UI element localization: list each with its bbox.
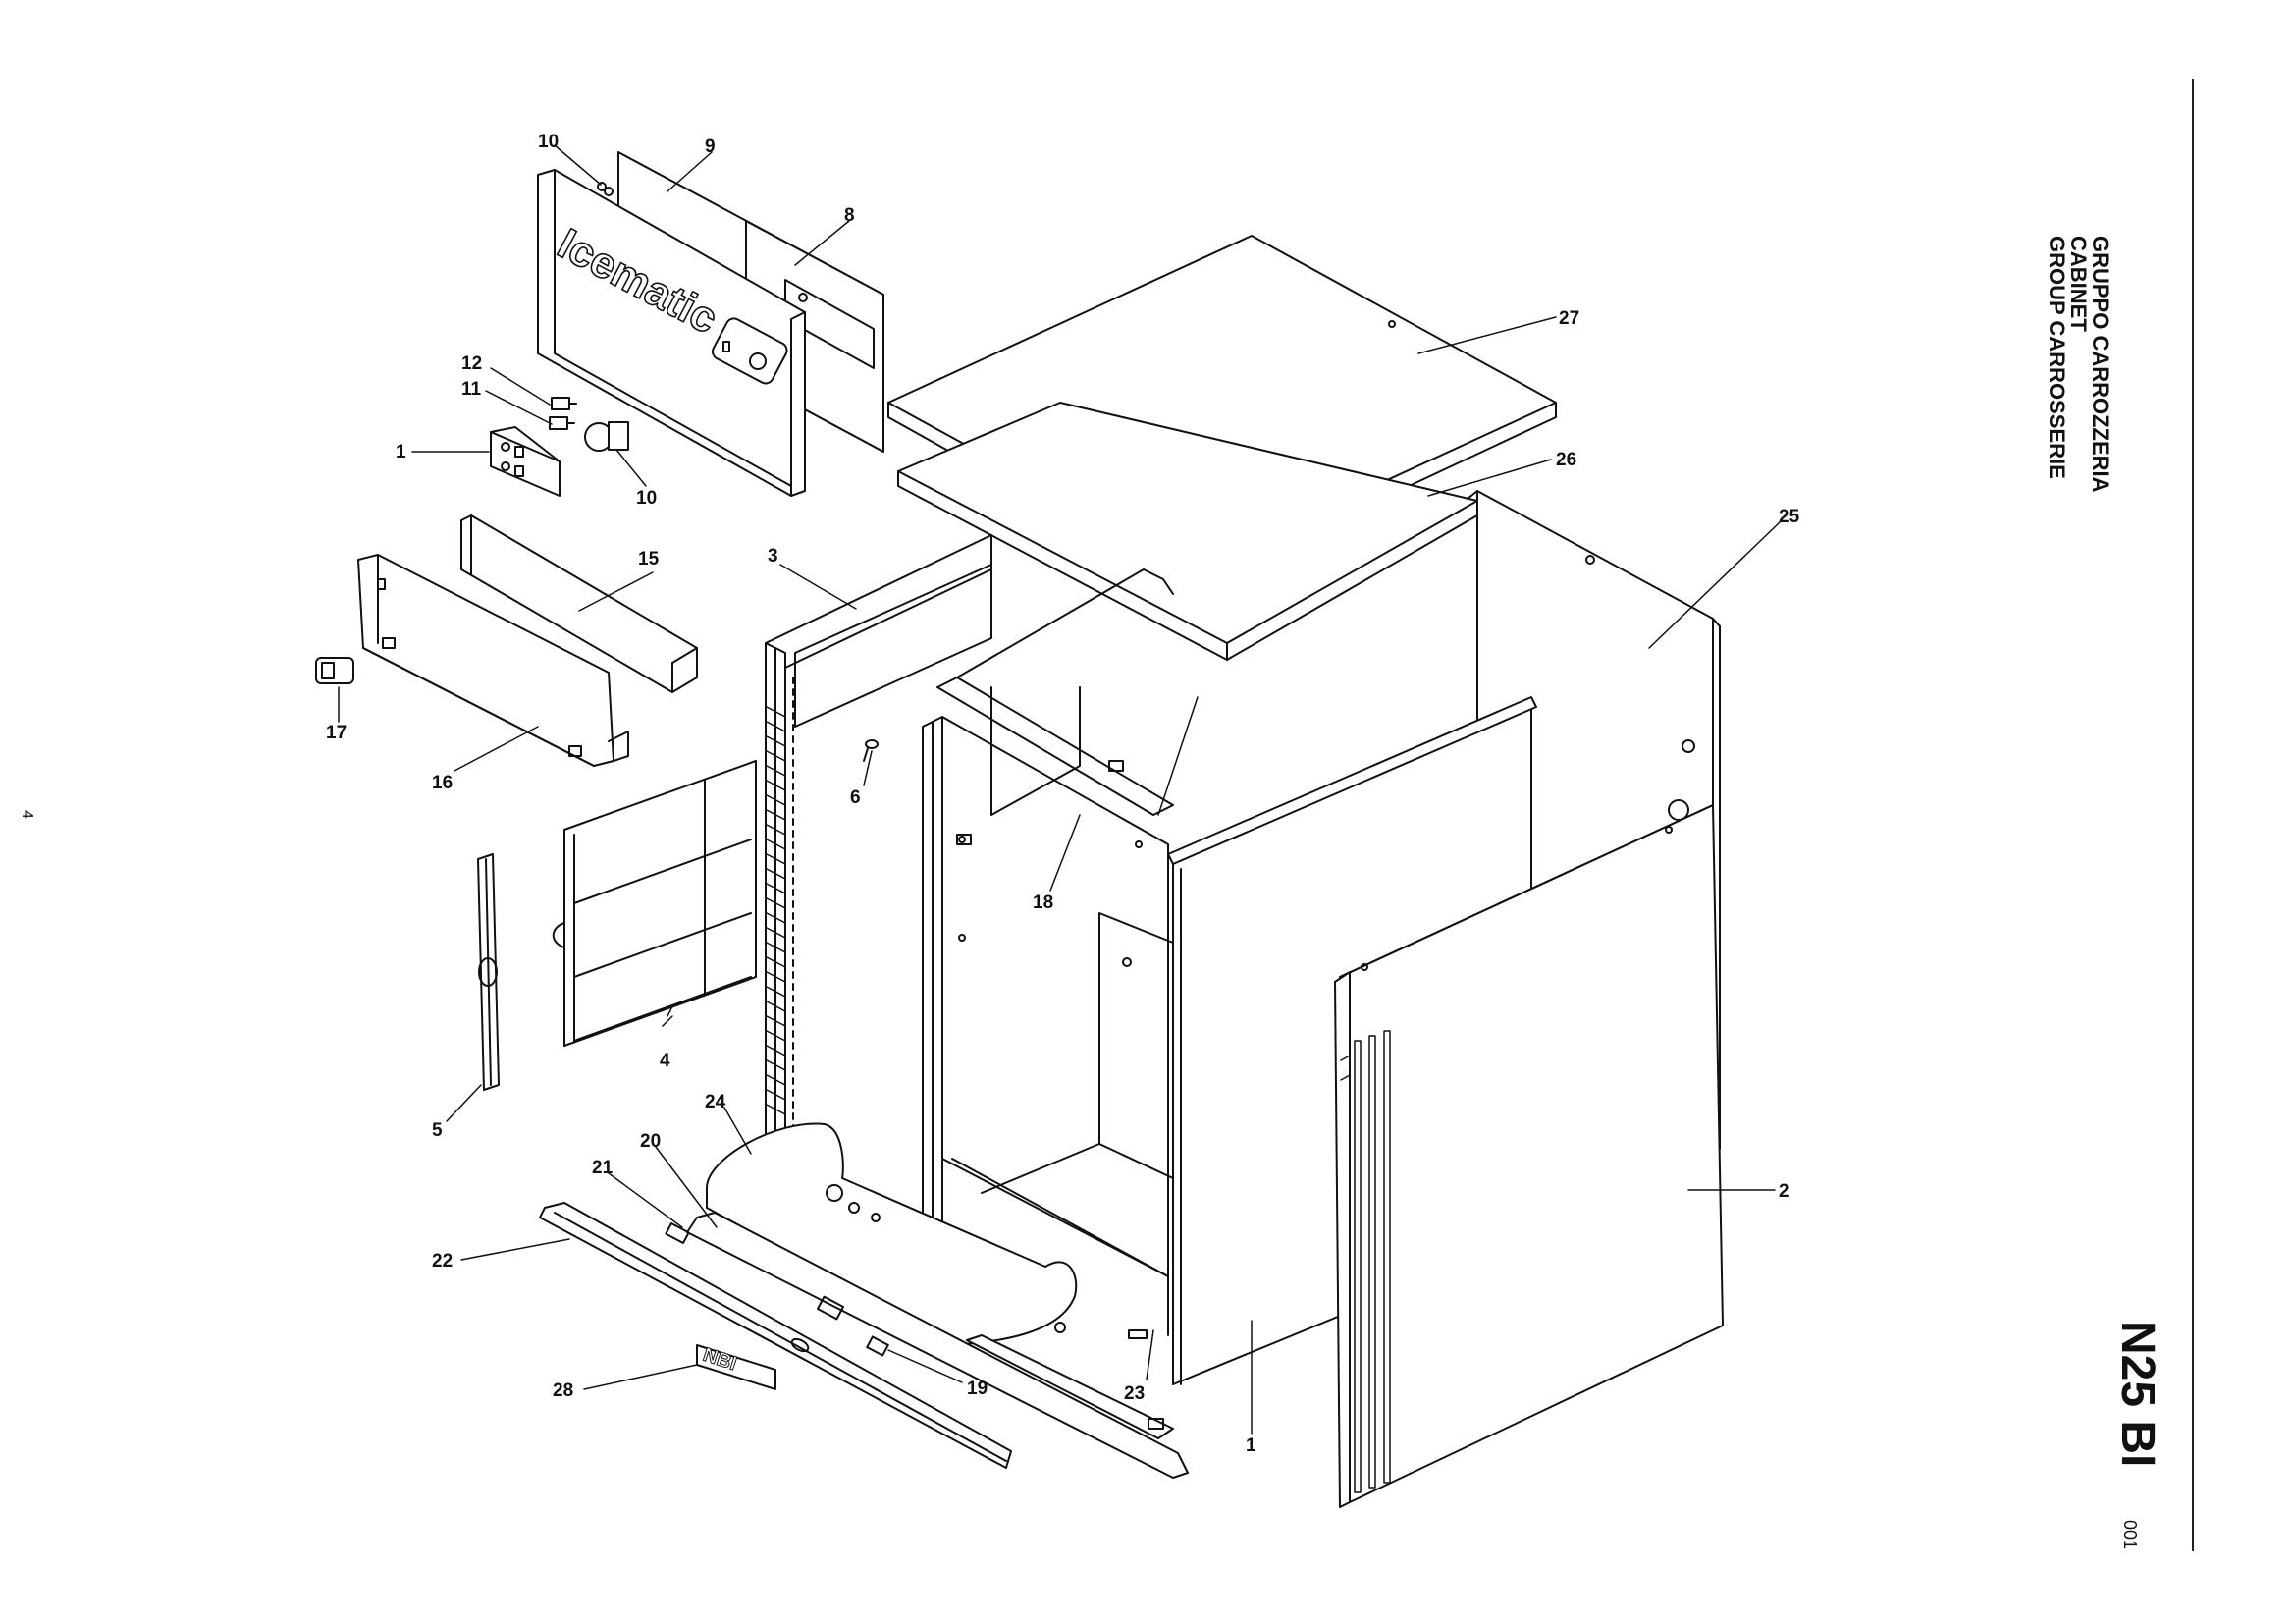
group-title: GRUPPO CARROZZERIA CABINET GROUP CARROSS… xyxy=(2045,236,2112,687)
table-code: 001 xyxy=(2120,1520,2140,1550)
callout-10: 10 xyxy=(636,488,657,509)
fastener-9 xyxy=(597,182,614,196)
callout-6: 6 xyxy=(850,787,861,808)
callout-7: 8 xyxy=(844,205,855,226)
control-box-16 xyxy=(357,554,629,767)
group-title-fr: GROUP CARROSSERIE xyxy=(2045,236,2069,479)
model-name: N25 BI xyxy=(2111,1321,2163,1468)
callout-22: 22 xyxy=(432,1251,453,1272)
filter-strip-5 xyxy=(477,853,500,1091)
callout-27: 27 xyxy=(1559,308,1579,329)
callout-12: 12 xyxy=(461,353,482,374)
right-side-panel-2 xyxy=(1334,804,1724,1508)
callout-17: 17 xyxy=(326,723,347,743)
callout-18: 18 xyxy=(1033,893,1053,913)
badge-brand: NBI xyxy=(700,1344,739,1376)
callout-3: 3 xyxy=(768,546,778,567)
margin-rule xyxy=(2192,79,2194,1551)
callout-4: 4 xyxy=(660,1051,670,1071)
front-door-panel xyxy=(537,169,806,497)
callout-11: 11 xyxy=(461,379,482,400)
group-title-it: GRUPPO CARROZZERIA xyxy=(2088,236,2112,493)
leader-lines xyxy=(338,144,1783,1435)
callout-1-bottom: 1 xyxy=(1246,1435,1256,1456)
bin-shield-24 xyxy=(706,1122,1078,1346)
knob-10 xyxy=(584,421,629,452)
inner-frame-18 xyxy=(922,568,1174,1336)
air-filter-4 xyxy=(552,760,757,1047)
clip-17 xyxy=(315,657,354,684)
switch-11 xyxy=(549,416,575,430)
callout-25: 25 xyxy=(1779,507,1800,527)
callout-19: 19 xyxy=(967,1379,988,1399)
lower-bar-22 xyxy=(539,1202,1012,1469)
right-grille xyxy=(1340,1030,1391,1493)
callout-2: 2 xyxy=(1779,1181,1789,1202)
side-grille xyxy=(766,706,786,1115)
control-plate-1 xyxy=(490,426,561,497)
badge-28 xyxy=(696,1344,776,1390)
screw-6 xyxy=(863,739,879,762)
callout-28: 28 xyxy=(553,1380,573,1401)
bottom-bar-23 xyxy=(966,1329,1174,1439)
callout-26: 26 xyxy=(1556,450,1576,470)
callout-labels: 10 9 8 27 26 25 12 11 1 10 15 3 17 16 6 … xyxy=(326,132,1800,1456)
callout-21: 21 xyxy=(592,1158,614,1178)
callout-8: 9 xyxy=(705,136,716,157)
callout-16: 16 xyxy=(432,773,453,793)
callout-23: 23 xyxy=(1124,1383,1145,1404)
group-title-en: CABINET xyxy=(2066,236,2091,332)
callout-9: 10 xyxy=(538,132,559,152)
callout-24: 24 xyxy=(705,1092,726,1112)
callout-5: 5 xyxy=(432,1120,443,1141)
callout-1-top: 1 xyxy=(396,442,406,462)
switch-12 xyxy=(551,397,577,410)
insulation-15 xyxy=(460,514,698,693)
callout-20: 20 xyxy=(640,1131,661,1152)
callout-15: 15 xyxy=(638,549,660,569)
page-number: 4 xyxy=(19,810,35,819)
